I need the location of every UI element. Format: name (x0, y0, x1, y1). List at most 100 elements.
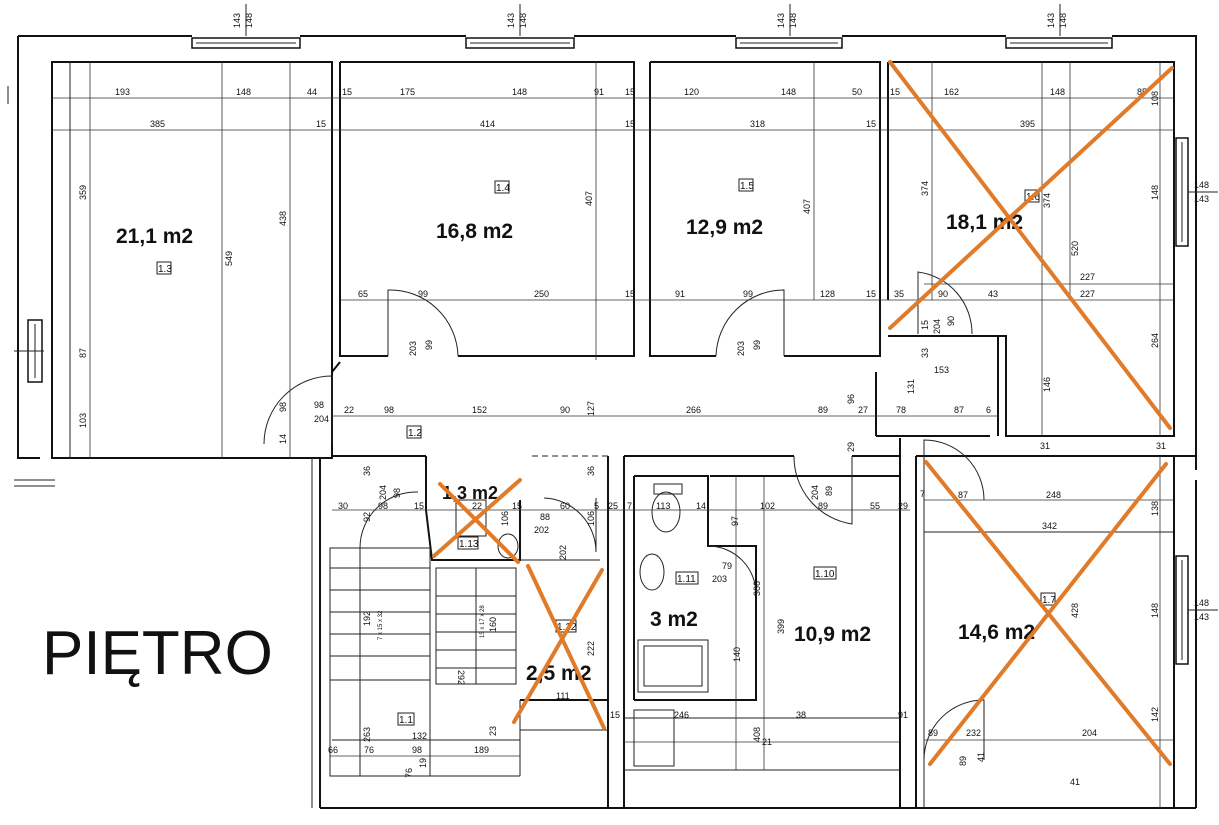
room-id: 1.10 (815, 569, 835, 580)
dim-label: 138 (1150, 501, 1160, 516)
dim-label: 15 (625, 87, 635, 97)
room-id: 1.7 (1042, 595, 1056, 606)
dim-label: 108 (1150, 91, 1160, 106)
dim-label: 263 (362, 727, 372, 742)
room-area: 12,9 m2 (686, 216, 763, 239)
dim-label: 227 (1080, 272, 1095, 282)
dim-label: 38 (796, 710, 806, 720)
dim-label: 15 (625, 289, 635, 299)
dim-label: 222 (586, 641, 596, 656)
dimension-lines (52, 62, 1174, 808)
interior-walls (51, 61, 1196, 808)
dim-label: 98 (378, 501, 388, 511)
dim-label: 264 (1150, 333, 1160, 348)
dim-label: 76 (364, 745, 374, 755)
dim-label: 91 (594, 87, 604, 97)
dim-label: 407 (584, 191, 594, 206)
dim-label: 148 (1150, 603, 1160, 618)
room-id: 1.13 (459, 539, 479, 550)
dim-label: 15 (866, 289, 876, 299)
dim-label: 44 (307, 87, 317, 97)
dim-label: 106 (586, 511, 596, 526)
side-window-label: 143 (1194, 194, 1209, 204)
dim-label: 148 (1150, 185, 1160, 200)
dim-label: 140 (732, 647, 742, 662)
dim-label: 50 (852, 87, 862, 97)
dim-label: 203 (408, 341, 418, 356)
room-id: 1.3 (158, 264, 172, 275)
dim-label: 146 (1042, 377, 1052, 392)
top-window-labels: 143 148 143 148 143 148 143 148 (232, 13, 1068, 28)
dim-label: 132 (412, 731, 427, 741)
dim-label: 160 (488, 617, 498, 632)
dim-label: 15 (866, 119, 876, 129)
dim-label: 85 (1137, 87, 1147, 97)
dim-label: 15 (920, 320, 930, 330)
dim-label: 91 (675, 289, 685, 299)
dim-label: 148 (236, 87, 251, 97)
window-label: 143 (506, 13, 516, 28)
dim-label: 408 (752, 727, 762, 742)
dim-label: 103 (78, 413, 88, 428)
dim-label: 520 (1070, 241, 1080, 256)
dim-label: 90 (938, 289, 948, 299)
dim-label: 153 (934, 365, 949, 375)
side-windows: 148 143 148 143 (14, 137, 1218, 665)
dim-label: 66 (328, 745, 338, 755)
dim-label: 15 (342, 87, 352, 97)
side-window-label: 148 (1194, 180, 1209, 190)
dim-label: 98 (412, 745, 422, 755)
dim-label: 90 (946, 316, 956, 326)
dim-label: 374 (920, 181, 930, 196)
dim-label: 148 (1050, 87, 1065, 97)
dim-label: 88 (540, 512, 550, 522)
dim-label: 23 (488, 726, 498, 736)
dim-label: 35 (894, 289, 904, 299)
room-id: 1.11 (677, 574, 696, 585)
dim-label: 204 (378, 485, 388, 500)
dim-label: 113 (656, 501, 670, 511)
window-label: 148 (518, 13, 528, 28)
dim-label: 318 (750, 119, 765, 129)
dim-label: 91 (898, 710, 908, 720)
dim-label: 19 (418, 758, 428, 768)
dim-label: 395 (1020, 119, 1035, 129)
cross-mark (888, 60, 1172, 430)
dim-label: 92 (362, 512, 372, 522)
dim-label: 15 (610, 710, 620, 720)
dim-label: 99 (418, 289, 428, 299)
dim-label: 60 (560, 501, 570, 511)
room-id: 1.2 (408, 428, 422, 439)
dim-label: 189 (474, 745, 489, 755)
cross-mark (928, 462, 1168, 766)
dim-label: 27 (858, 405, 868, 415)
dim-label: 106 (500, 511, 510, 526)
dim-label: 22 (472, 501, 482, 511)
dim-label: 79 (722, 561, 732, 571)
window-label: 148 (1058, 13, 1068, 28)
dim-label: 120 (684, 87, 699, 97)
dim-label: 152 (472, 405, 487, 415)
dim-label: 76 (404, 768, 414, 778)
dim-label: 98 (278, 402, 288, 412)
dim-label: 15 (512, 501, 522, 511)
dim-label: 36 (586, 466, 596, 476)
dim-label: 342 (1042, 521, 1057, 531)
dim-label: 7 (920, 489, 925, 499)
window-label: 148 (244, 13, 254, 28)
outer-walls (7, 35, 1197, 809)
dim-label: 31 (1156, 441, 1166, 451)
dim-label: 25 (608, 501, 618, 511)
dimension-labels: 193 148 44 15 175 148 91 15 120 148 50 1… (78, 87, 1166, 787)
dim-label: 22 (344, 405, 354, 415)
dim-label: 374 (1042, 193, 1052, 208)
dim-label: 248 (1046, 490, 1061, 500)
dim-label: 202 (534, 525, 549, 535)
dim-label: 175 (400, 87, 415, 97)
dim-label: 36 (362, 466, 372, 476)
dim-label: 399 (776, 619, 786, 634)
dim-label: 29 (898, 501, 908, 511)
room-id: 1.5 (740, 181, 754, 192)
dim-label: 438 (278, 211, 288, 226)
dim-label: 98 (384, 405, 394, 415)
